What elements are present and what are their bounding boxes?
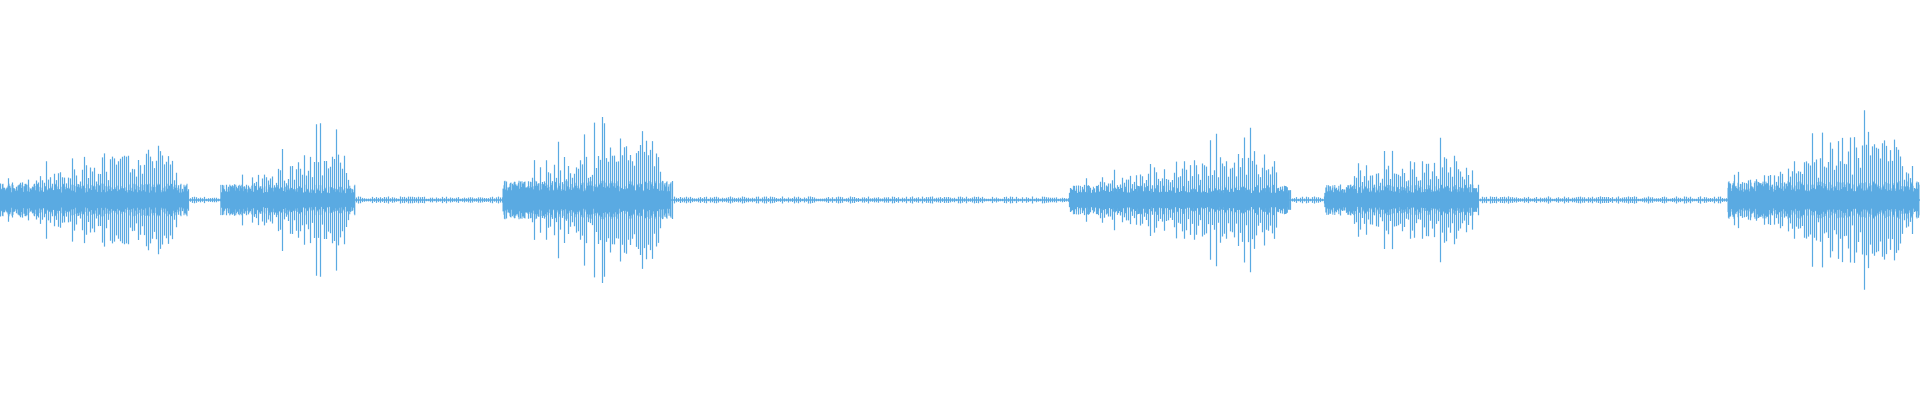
waveform-burst-core: [1727, 181, 1920, 219]
waveform-burst-core: [0, 183, 189, 217]
waveform-burst-core: [1068, 184, 1290, 216]
waveform-burst-core: [220, 184, 356, 216]
waveform-bars: [0, 110, 1920, 290]
waveform-burst-core: [1324, 184, 1479, 216]
waveform-burst-core: [502, 180, 672, 220]
